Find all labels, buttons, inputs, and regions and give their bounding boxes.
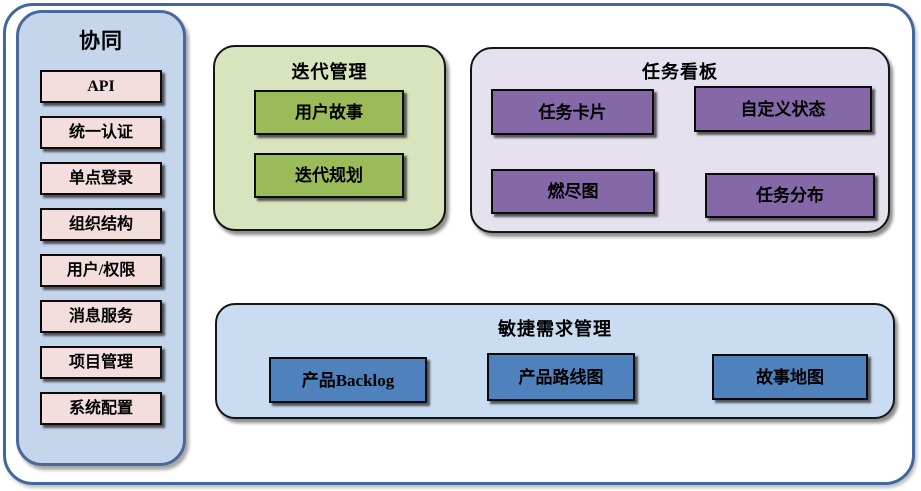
box-product-backlog: 产品Backlog xyxy=(269,357,427,403)
sidebar-item-api: API xyxy=(40,70,162,103)
box-custom-status: 自定义状态 xyxy=(694,86,872,132)
box-user-story: 用户故事 xyxy=(254,90,404,135)
sidebar-item-org-structure: 组织结构 xyxy=(40,208,162,241)
sidebar-item-system-config: 系统配置 xyxy=(40,392,162,425)
box-iteration-planning: 迭代规划 xyxy=(254,153,404,198)
panel-iteration-management: 迭代管理 用户故事 迭代规划 xyxy=(213,45,446,231)
panel-task-kanban: 任务看板 任务卡片 自定义状态 燃尽图 任务分布 xyxy=(470,47,890,233)
sidebar-item-project-mgmt: 项目管理 xyxy=(40,346,162,379)
sidebar-title: 协同 xyxy=(79,30,123,53)
sidebar-collaboration-panel: 协同 API 统一认证 单点登录 组织结构 用户/权限 消息服务 项目管理 系统… xyxy=(16,10,186,466)
sidebar-items: API 统一认证 单点登录 组织结构 用户/权限 消息服务 项目管理 系统配置 xyxy=(19,70,183,425)
sidebar-item-message-service: 消息服务 xyxy=(40,300,162,333)
sidebar-item-unified-auth: 统一认证 xyxy=(40,116,162,149)
box-task-card: 任务卡片 xyxy=(491,89,654,135)
sidebar-item-sso: 单点登录 xyxy=(40,162,162,195)
sidebar-item-user-permission: 用户/权限 xyxy=(40,254,162,287)
panel-agile-title: 敏捷需求管理 xyxy=(498,319,612,339)
panel-kanban-title: 任务看板 xyxy=(642,62,718,82)
panel-iteration-title: 迭代管理 xyxy=(291,62,368,82)
box-story-map: 故事地图 xyxy=(712,354,868,400)
box-product-roadmap: 产品路线图 xyxy=(487,353,635,401)
box-task-distribution: 任务分布 xyxy=(705,173,875,218)
box-burndown-chart: 燃尽图 xyxy=(491,169,655,214)
panel-agile-requirements: 敏捷需求管理 产品Backlog 产品路线图 故事地图 xyxy=(215,303,895,419)
